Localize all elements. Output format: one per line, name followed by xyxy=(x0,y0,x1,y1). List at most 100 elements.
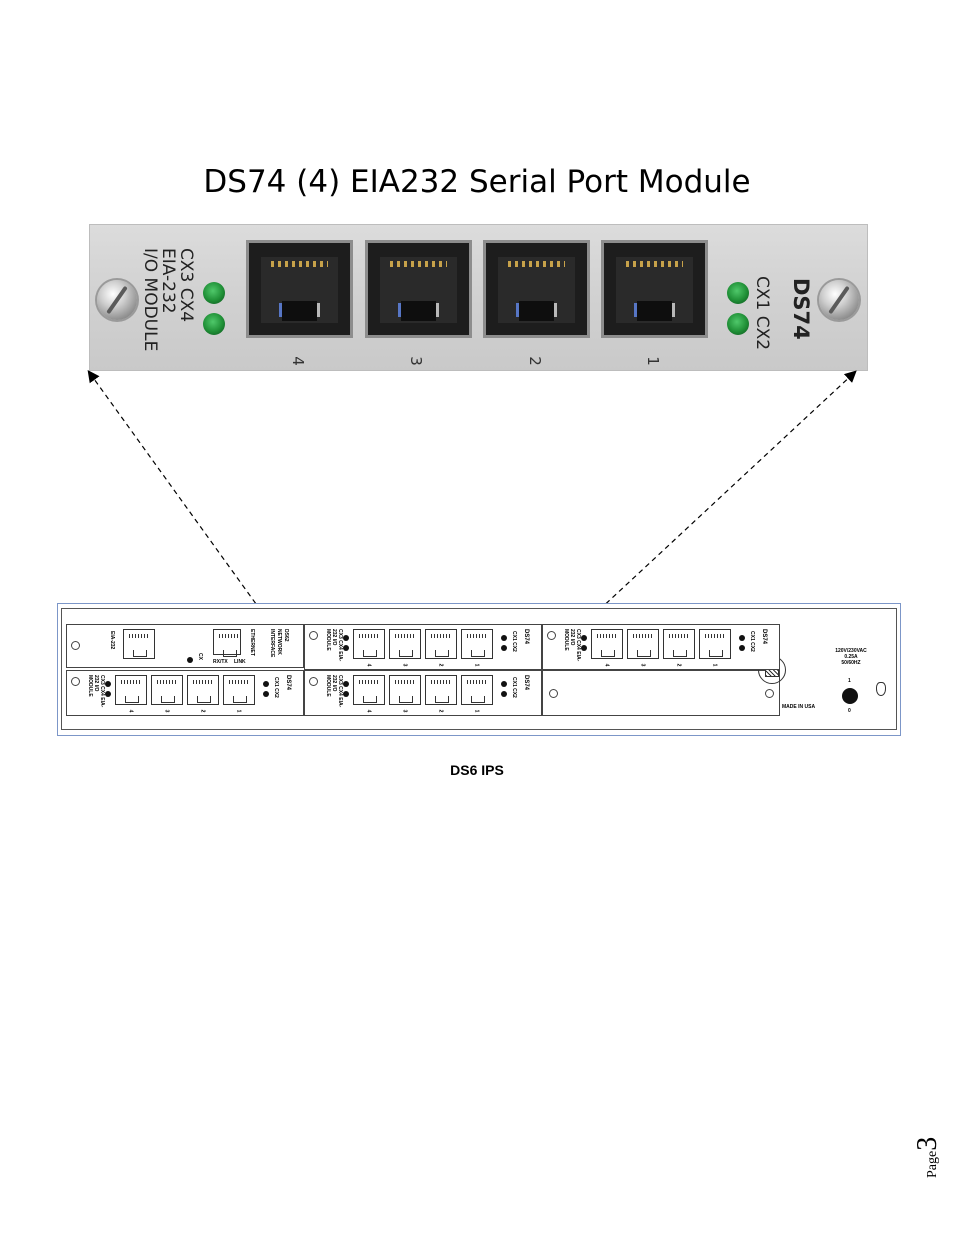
made-in-usa-label: MADE IN USA xyxy=(782,704,816,710)
led-icon xyxy=(343,681,349,687)
module-leds-label: CX1 CX2 xyxy=(749,631,755,652)
left-callout-arrow xyxy=(87,370,283,641)
module-name-label: DS74 xyxy=(523,629,529,645)
port-number: 3 xyxy=(401,709,408,713)
screw-icon xyxy=(71,677,80,686)
power-rating-current: 0.25A xyxy=(844,654,858,660)
screw-icon xyxy=(765,689,774,698)
label-line-eia232: EIA-232 xyxy=(158,248,178,314)
ground-icon xyxy=(876,682,886,696)
led-icon xyxy=(343,635,349,641)
module-side-label: CX3 CX4 EIA-232 I/O MODULE xyxy=(325,629,343,662)
port-number: 4 xyxy=(127,709,134,713)
serial-port xyxy=(353,675,385,705)
led-icon xyxy=(739,635,745,641)
port-number: 2 xyxy=(675,663,682,667)
port-number: 2 xyxy=(199,709,206,713)
module-leds-label: CX1 CX2 xyxy=(511,631,517,652)
serial-port xyxy=(425,675,457,705)
rx-tx-label: RX/TX xyxy=(213,659,228,665)
module-left-label: CX3 CX4 EIA-232 I/O MODULE xyxy=(140,248,196,352)
port-number: 1 xyxy=(473,663,480,667)
network-interface-label: DS62 NETWORK INTERFACE xyxy=(269,629,289,658)
module-side-label: CX3 CX4 EIA-232 I/O MODULE xyxy=(563,629,581,662)
label-line-cx3-cx4: CX3 CX4 xyxy=(176,248,196,323)
switch-off-label: 0 xyxy=(848,708,851,714)
led-icon xyxy=(105,681,111,687)
port-2-jack xyxy=(483,240,590,338)
serial-port xyxy=(223,675,255,705)
serial-port xyxy=(187,675,219,705)
port-number: 3 xyxy=(639,663,646,667)
module-photo: CX3 CX4 EIA-232 I/O MODULE 4 3 2 1 CX1 C… xyxy=(89,224,868,371)
module-leds-label: CX1 CX2 xyxy=(511,677,517,698)
led-icon xyxy=(343,645,349,651)
switch-on-label: 1 xyxy=(848,678,851,684)
serial-port xyxy=(591,629,623,659)
led-icon xyxy=(501,681,507,687)
port-3-jack xyxy=(365,240,472,338)
module-side-label: CX3 CX4 EIA-232 I/O MODULE xyxy=(325,675,343,708)
port-1-jack xyxy=(601,240,708,338)
power-rating-label: 120V/230VAC 0.25A 50/60HZ xyxy=(826,648,876,666)
led-icon xyxy=(501,691,507,697)
led-cx1-icon xyxy=(727,282,749,304)
serial-port xyxy=(425,629,457,659)
figure-caption: DS6 IPS xyxy=(450,762,504,778)
cx-label: CX xyxy=(197,653,203,660)
serial-port xyxy=(353,629,385,659)
led-icon xyxy=(263,681,269,687)
module-name-label: DS74 xyxy=(761,629,767,645)
module-leds-label: CX1 CX2 xyxy=(273,677,279,698)
module-model-label: DS74 xyxy=(789,278,813,340)
power-rating-frequency: 50/60HZ xyxy=(841,660,861,666)
module-side-label: CX3 CX4 EIA-232 I/O MODULE xyxy=(87,675,105,708)
port-number: 1 xyxy=(473,709,480,713)
led-icon xyxy=(105,691,111,697)
serial-port xyxy=(461,629,493,659)
port-number: 3 xyxy=(401,663,408,667)
label-line-io-module: I/O MODULE xyxy=(140,248,160,352)
label-line-cx1-cx2: CX1 CX2 xyxy=(752,276,772,351)
slot-ds74-module: CX3 CX4 EIA-232 I/O MODULE 4 3 2 1 CX1 CX2 DS7… xyxy=(304,624,542,670)
port-number: 2 xyxy=(437,709,444,713)
cx-led-icon xyxy=(187,657,193,663)
port-4-jack xyxy=(246,240,353,338)
serial-port xyxy=(151,675,183,705)
slot-empty xyxy=(542,670,780,716)
led-icon xyxy=(581,635,587,641)
page-number-value: 3 xyxy=(912,1136,943,1151)
right-screw-icon xyxy=(819,280,859,320)
led-icon xyxy=(501,645,507,651)
led-cx2-icon xyxy=(727,313,749,335)
serial-port xyxy=(115,675,147,705)
page-number: Page3 xyxy=(912,1108,943,1178)
slot-network-interface: EIA-232 CX RX/TX LINK ETHERNET DS62 NETW… xyxy=(66,624,304,668)
ethernet-port xyxy=(213,629,241,657)
serial-port xyxy=(389,675,421,705)
screw-icon xyxy=(71,641,80,650)
led-cx3-icon xyxy=(203,282,225,304)
ethernet-label: ETHERNET xyxy=(249,629,255,656)
module-name-label: DS74 xyxy=(285,675,291,691)
power-rating-voltage: 120V/230VAC xyxy=(835,648,867,654)
serial-port xyxy=(663,629,695,659)
port-number: 4 xyxy=(365,663,372,667)
page-word: Page xyxy=(925,1150,940,1178)
port-number: 1 xyxy=(235,709,242,713)
page-title: DS74 (4) EIA232 Serial Port Module xyxy=(203,164,751,200)
left-screw-icon xyxy=(97,280,137,320)
power-switch-icon xyxy=(842,688,858,704)
serial-port xyxy=(699,629,731,659)
port-number: 2 xyxy=(437,663,444,667)
serial-port xyxy=(461,675,493,705)
led-icon xyxy=(343,691,349,697)
eia232-port xyxy=(123,629,155,659)
module-right-label: CX1 CX2 xyxy=(752,276,772,351)
serial-port xyxy=(389,629,421,659)
screw-icon xyxy=(309,631,318,640)
